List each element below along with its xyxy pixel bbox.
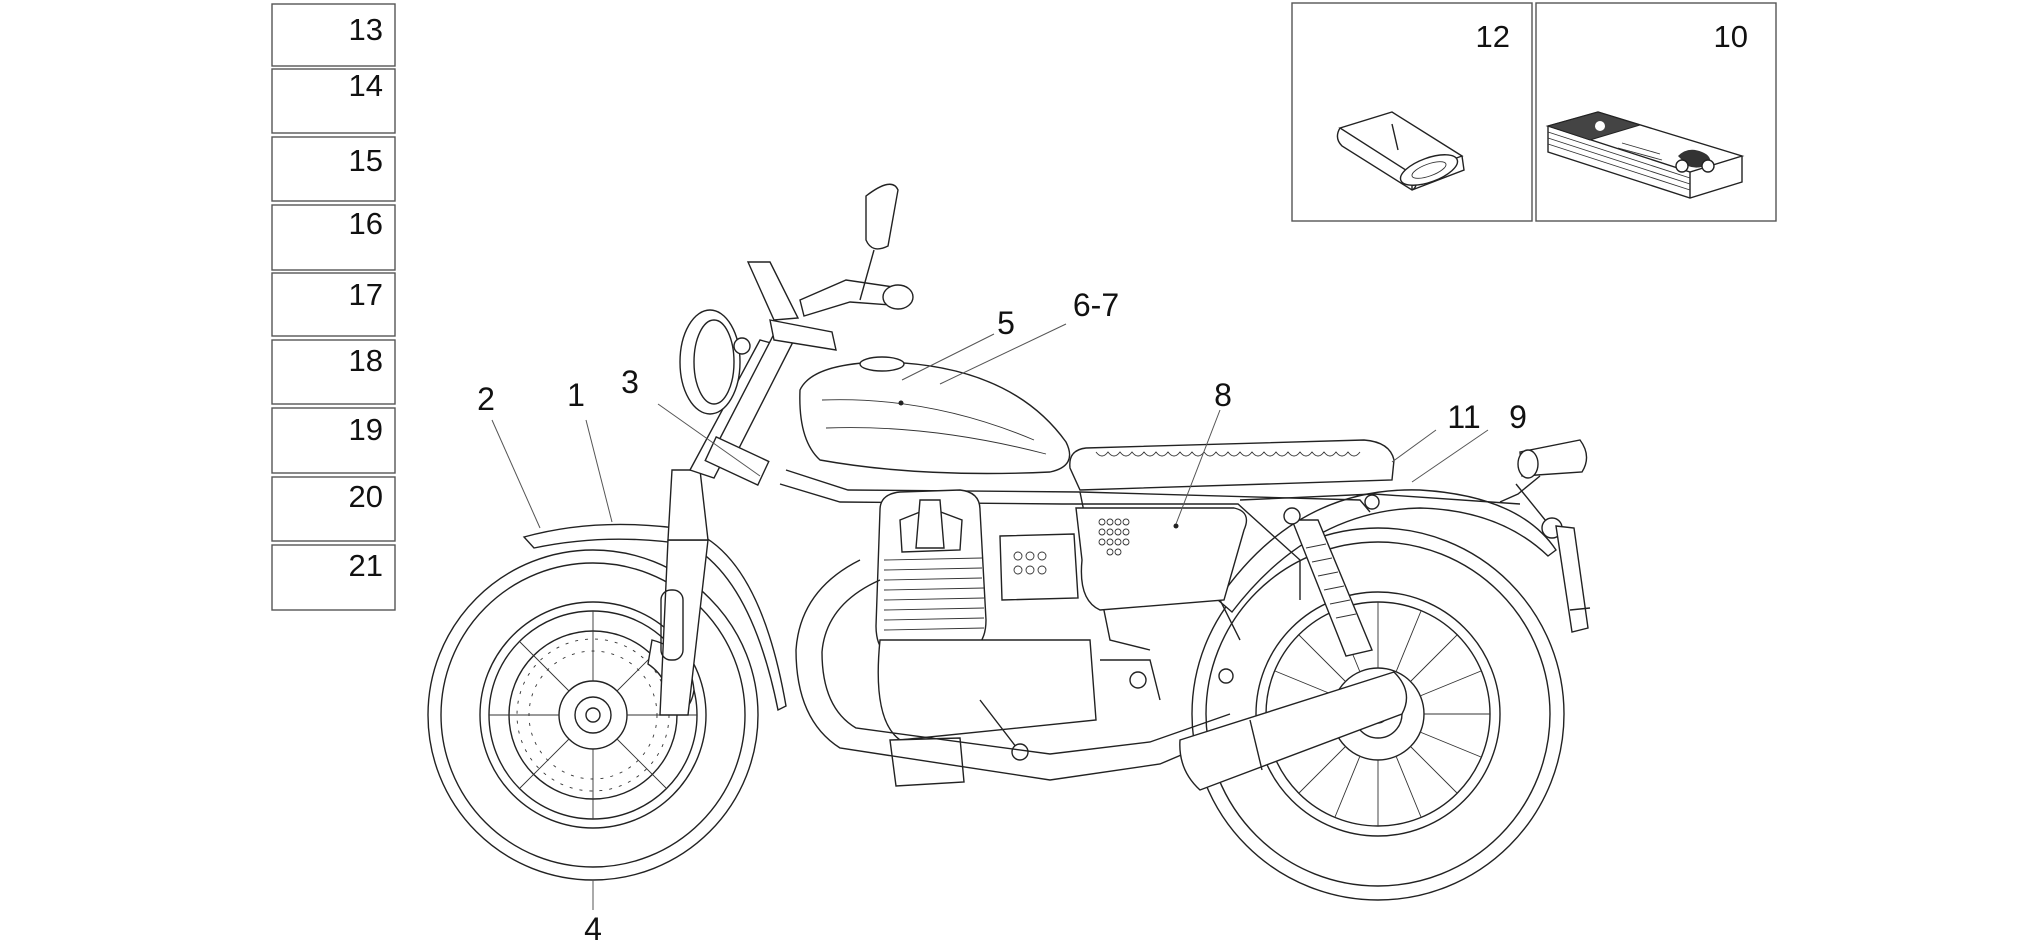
inset-10: 10 bbox=[1535, 2, 1777, 222]
inset-label: 10 bbox=[1714, 19, 1748, 54]
part-box-19: 19 bbox=[271, 407, 396, 474]
callout-1: 1 bbox=[567, 377, 585, 413]
seat bbox=[1069, 439, 1395, 491]
front-fork bbox=[659, 329, 798, 716]
front-wheel bbox=[427, 549, 759, 881]
part-box-label: 16 bbox=[349, 206, 383, 241]
part-box-label: 20 bbox=[349, 479, 383, 514]
part-box-label: 18 bbox=[349, 343, 383, 378]
side-panel-grille bbox=[1098, 518, 1130, 556]
callout-4: 4 bbox=[584, 911, 602, 941]
part-box-21: 21 bbox=[271, 544, 396, 611]
part-box-label: 14 bbox=[349, 68, 383, 103]
callout-labels: 1 2 3 4 5 6-7 8 9 11 bbox=[477, 287, 1527, 941]
headlight-handlebar bbox=[679, 183, 914, 415]
manual-booklet-icon bbox=[1545, 111, 1745, 199]
part-box-label: 15 bbox=[349, 143, 383, 178]
part-box-16: 16 bbox=[271, 204, 396, 271]
rear-fender bbox=[1217, 489, 1557, 614]
part-box-label: 19 bbox=[349, 412, 383, 447]
part-box-14: 14 bbox=[271, 68, 396, 134]
fuel-tank bbox=[799, 356, 1071, 475]
part-box-15: 15 bbox=[271, 136, 396, 202]
callout-8: 8 bbox=[1214, 377, 1232, 413]
part-box-label: 21 bbox=[349, 548, 383, 583]
part-box-column: 13 14 15 16 17 18 19 20 bbox=[271, 3, 396, 611]
motorcycle-drawing bbox=[427, 183, 1591, 901]
inset-12: 12 bbox=[1291, 2, 1533, 222]
part-box-label: 17 bbox=[349, 277, 383, 312]
engine bbox=[875, 489, 1234, 787]
callout-9: 9 bbox=[1509, 399, 1527, 435]
packet-icon bbox=[1336, 111, 1465, 191]
callout-5: 5 bbox=[997, 305, 1015, 341]
part-box-label: 13 bbox=[349, 12, 383, 47]
callout-leaders bbox=[491, 323, 1489, 910]
front-fender bbox=[522, 523, 787, 712]
callout-2: 2 bbox=[477, 381, 495, 417]
frame bbox=[779, 469, 1371, 651]
part-box-13: 13 bbox=[271, 3, 396, 67]
rear-rail bbox=[1239, 493, 1521, 505]
callout-6-7: 6-7 bbox=[1073, 287, 1119, 323]
part-box-20: 20 bbox=[271, 476, 396, 542]
exhaust bbox=[795, 559, 1408, 791]
part-box-18: 18 bbox=[271, 339, 396, 405]
rear-shock bbox=[1283, 507, 1373, 657]
taillight-plate bbox=[1499, 439, 1591, 633]
callout-3: 3 bbox=[621, 364, 639, 400]
callout-11: 11 bbox=[1447, 399, 1480, 435]
inset-label: 12 bbox=[1476, 19, 1510, 54]
part-box-17: 17 bbox=[271, 272, 396, 337]
